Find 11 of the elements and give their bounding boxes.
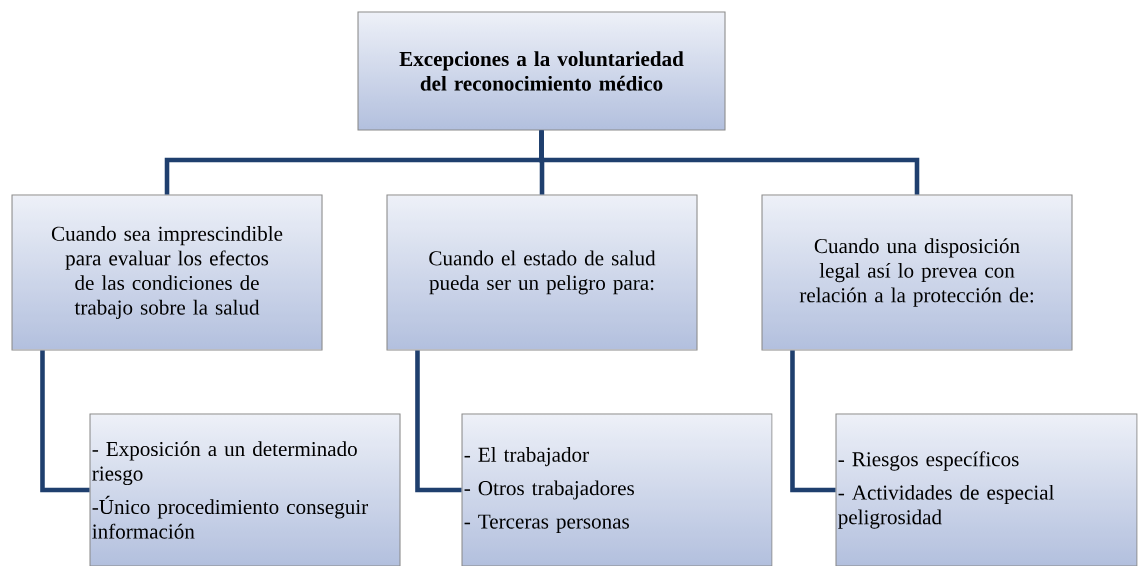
text-box: - Exposición a un determinado riesgo -Único procedimiento conseguir información: [89, 413, 401, 566]
text-box: Cuando una disposición legal así lo prevea con relación a la protección de:: [761, 194, 1073, 351]
connector-line: [415, 350, 462, 493]
connector-line: [539, 130, 920, 195]
text-box: Cuando sea imprescindible para evaluar los efectos de las condiciones de trabajo sobre la salud: [11, 194, 323, 351]
connector-line: [790, 350, 836, 493]
text-box: Cuando el estado de salud pueda ser un peligro para:: [386, 194, 698, 351]
text-box: Excepciones a la voluntariedad del reconocimiento médico: [357, 11, 726, 131]
text-box: - El trabajador - Otros trabajadores - Terceras personas: [461, 413, 773, 566]
connector-line: [40, 350, 90, 493]
text-box: - Riesgos específicos - Actividades de especial peligrosidad: [835, 413, 1138, 566]
